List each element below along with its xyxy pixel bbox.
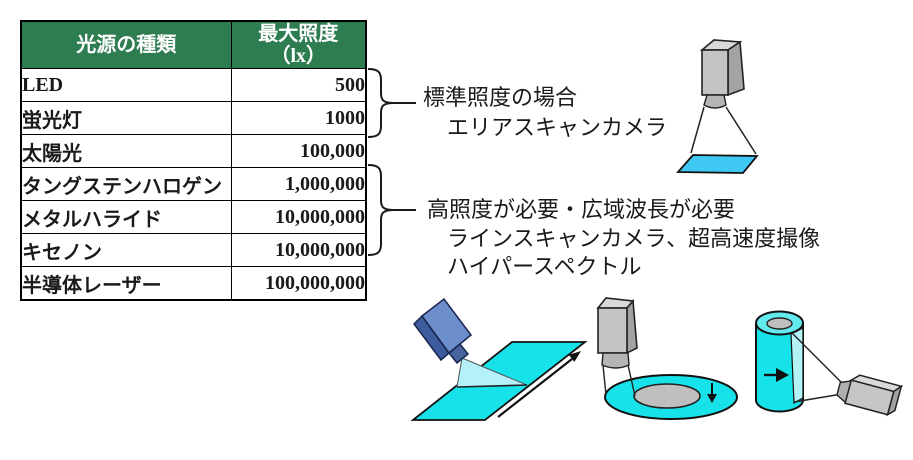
col-header-max-lx: 最大照度（lx）: [230, 20, 367, 69]
view-line: [725, 106, 757, 155]
row-label: メタルハライド: [20, 200, 232, 234]
rotating-disk-camera-icon: [596, 297, 638, 369]
motion-arrow: [497, 351, 581, 418]
row-value: 100,000: [230, 134, 367, 168]
view-line: [690, 106, 705, 154]
target-sheet: [676, 154, 759, 174]
brace-standard-group: [367, 68, 416, 138]
row-label: LED: [20, 68, 232, 102]
view-line: [793, 393, 843, 403]
brace-high-group: [367, 164, 416, 256]
web-motion-arrow: [764, 368, 789, 382]
view-line: [791, 332, 844, 385]
line-scan-camera-diagram: [410, 297, 588, 421]
annotation-standard-line1: 標準照度の場合: [423, 85, 578, 110]
area-scan-camera-diagram: [676, 39, 759, 174]
roll-inspection-camera-diagram: [755, 310, 904, 417]
roll-core: [766, 317, 793, 330]
row-label: 半導体レーザー: [20, 266, 232, 301]
view-line: [456, 357, 463, 388]
curly-brace-icon: [367, 164, 395, 256]
col-header-max-line1: 最大照度: [258, 23, 339, 45]
row-value: 1,000,000: [230, 167, 367, 201]
col-header-max-line2: （lx）: [270, 45, 327, 67]
row-value: 1000: [230, 101, 367, 135]
disk-hub: [633, 383, 701, 409]
view-line: [627, 364, 636, 397]
row-value: 500: [230, 68, 367, 102]
area-scan-camera-icon: [699, 39, 745, 109]
row-label: キセノン: [20, 233, 232, 267]
scan-line: [456, 384, 528, 388]
row-label: 太陽光: [20, 134, 232, 168]
rotation-arrow: [707, 383, 717, 403]
row-label: タングステンハロゲン: [20, 167, 232, 201]
col-header-source: 光源の種類: [20, 20, 232, 69]
view-line: [461, 357, 528, 386]
annotation-high-line3: ハイパースペクトル: [447, 254, 642, 279]
annotation-standard-line2: エリアスキャンカメラ: [447, 115, 668, 140]
view-line: [602, 364, 607, 396]
table-header-row: 光源の種類 最大照度（lx）: [20, 20, 367, 69]
annotation-high-line1: 高照度が必要・広域波長が必要: [427, 197, 736, 222]
curly-brace-icon: [367, 68, 395, 138]
row-value: 10,000,000: [230, 233, 367, 267]
roll-inspection-camera-icon: [836, 374, 904, 417]
rotating-disk-camera-diagram: [596, 297, 738, 420]
line-scan-camera-icon: [413, 297, 473, 365]
row-value: 100,000,000: [230, 266, 367, 301]
annotation-high-line2: ラインスキャンカメラ、超高速度撮像: [447, 226, 821, 251]
row-label: 蛍光灯: [20, 101, 232, 135]
row-value: 10,000,000: [230, 200, 367, 234]
